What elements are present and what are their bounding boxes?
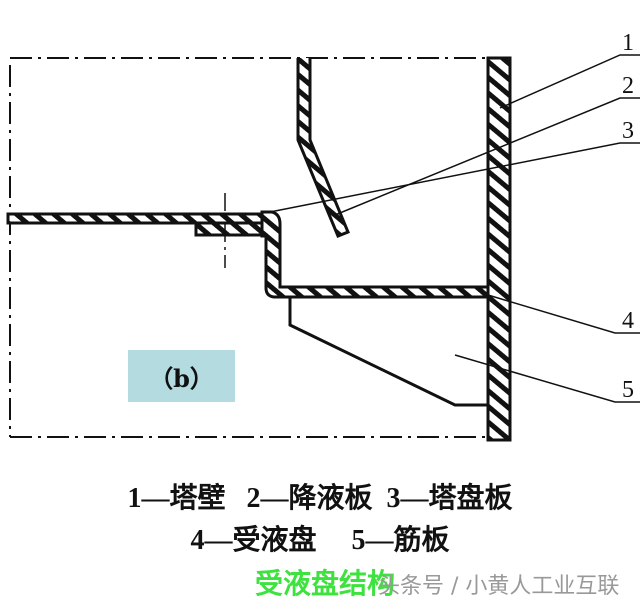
- watermark: 头条号 / 小黄人工业互联: [378, 574, 620, 599]
- figure-title: 受液盘结构: [255, 567, 396, 600]
- callout-4: 4: [622, 308, 634, 334]
- legend-line-1: 1—塔壁 2—降液板 3—塔盘板: [127, 483, 513, 514]
- callout-1: 1: [622, 30, 634, 56]
- tray-overlap: [194, 221, 272, 237]
- tower-wall: [486, 56, 512, 442]
- callout-5: 5: [622, 377, 634, 403]
- receiving-pan: [260, 210, 490, 299]
- boundary-lines: [9, 57, 490, 438]
- callout-2: 2: [622, 73, 634, 99]
- leader-lines: [269, 54, 640, 403]
- downcomer-plate: [296, 58, 350, 238]
- view-label: （b）: [128, 350, 235, 402]
- callout-3: 3: [622, 118, 634, 144]
- legend-line-2: 4—受液盘 5—筋板: [190, 525, 450, 556]
- rib-plate: [288, 298, 488, 407]
